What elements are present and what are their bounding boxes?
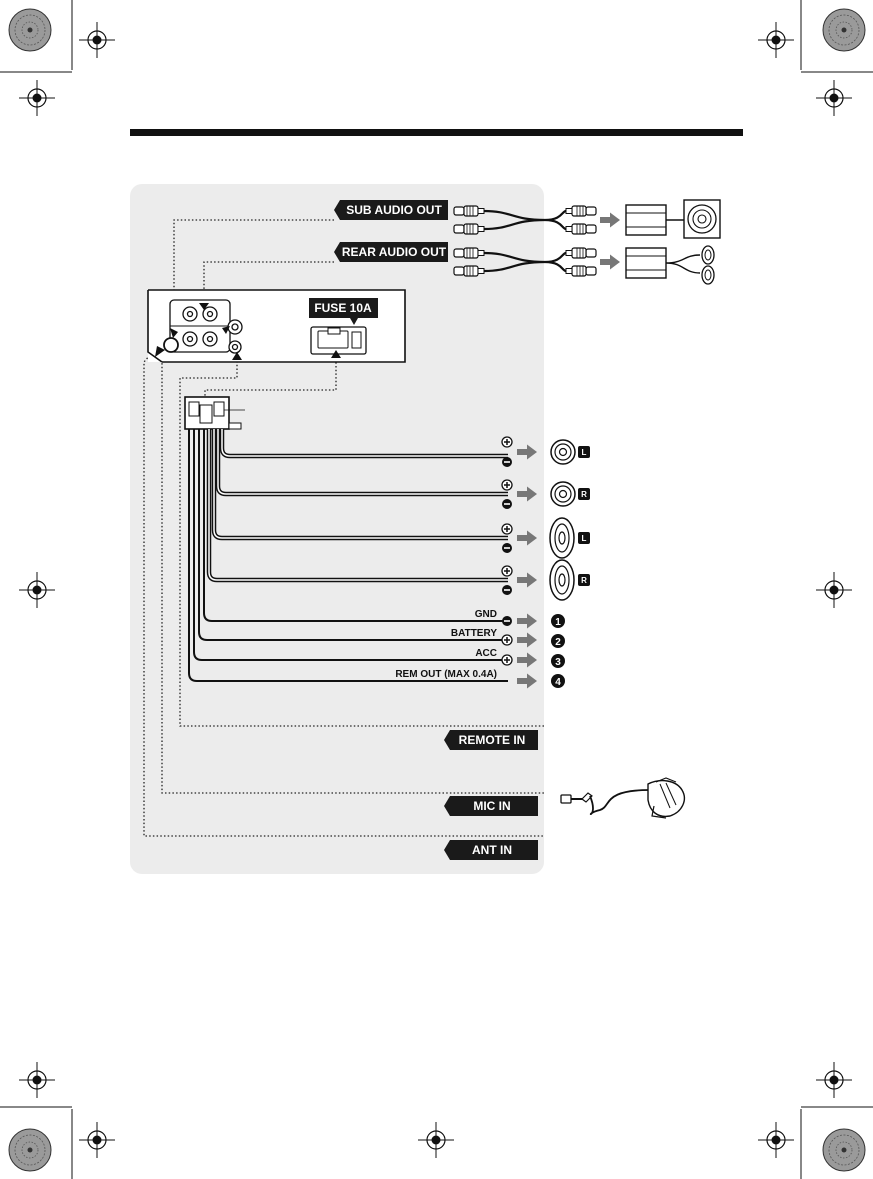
svg-text:SUB AUDIO OUT: SUB AUDIO OUT xyxy=(346,203,442,217)
speaker-side-label: R xyxy=(581,576,587,585)
subwoofer-amplifier xyxy=(626,200,720,238)
speaker-side-label: L xyxy=(582,534,587,543)
wire-number: 3 xyxy=(555,657,561,668)
diagram-panel xyxy=(130,184,544,874)
antenna-jack xyxy=(164,338,178,352)
tag-mic-in: MIC IN xyxy=(444,796,538,816)
tag-ant-in: ANT IN xyxy=(444,840,538,860)
speaker-side-label: R xyxy=(581,490,587,499)
wire-label-battery: BATTERY xyxy=(451,628,497,639)
power-wire-polarity xyxy=(502,616,512,665)
speaker-front-right: R xyxy=(551,482,590,506)
rear-amplifier xyxy=(626,246,714,284)
wire-number: 1 xyxy=(555,617,561,628)
svg-text:REAR AUDIO OUT: REAR AUDIO OUT xyxy=(342,245,447,259)
svg-text:ANT IN: ANT IN xyxy=(472,843,512,857)
svg-text:REMOTE IN: REMOTE IN xyxy=(459,733,526,747)
wire-label-gnd: GND xyxy=(475,609,497,620)
wire-label-rem-out: REM OUT (MAX 0.4A) xyxy=(395,669,497,680)
header-rule xyxy=(130,129,743,136)
tag-sub-audio-out: SUB AUDIO OUT xyxy=(334,200,448,220)
tag-rear-audio-out: REAR AUDIO OUT xyxy=(334,242,448,262)
tag-remote-in: REMOTE IN xyxy=(444,730,538,750)
speaker-front-left: L xyxy=(551,440,590,464)
svg-text:MIC IN: MIC IN xyxy=(473,799,510,813)
speaker-rear-right: R xyxy=(550,560,590,600)
wire-label-acc: ACC xyxy=(475,648,497,659)
power-wire-numbers: 1 2 3 4 xyxy=(551,614,565,688)
wire-number: 4 xyxy=(555,677,561,688)
speaker-side-label: L xyxy=(582,448,587,457)
wire-number: 2 xyxy=(555,637,561,648)
svg-text:FUSE 10A: FUSE 10A xyxy=(314,301,372,315)
speaker-rear-left: L xyxy=(550,518,590,558)
microphone xyxy=(561,778,684,818)
